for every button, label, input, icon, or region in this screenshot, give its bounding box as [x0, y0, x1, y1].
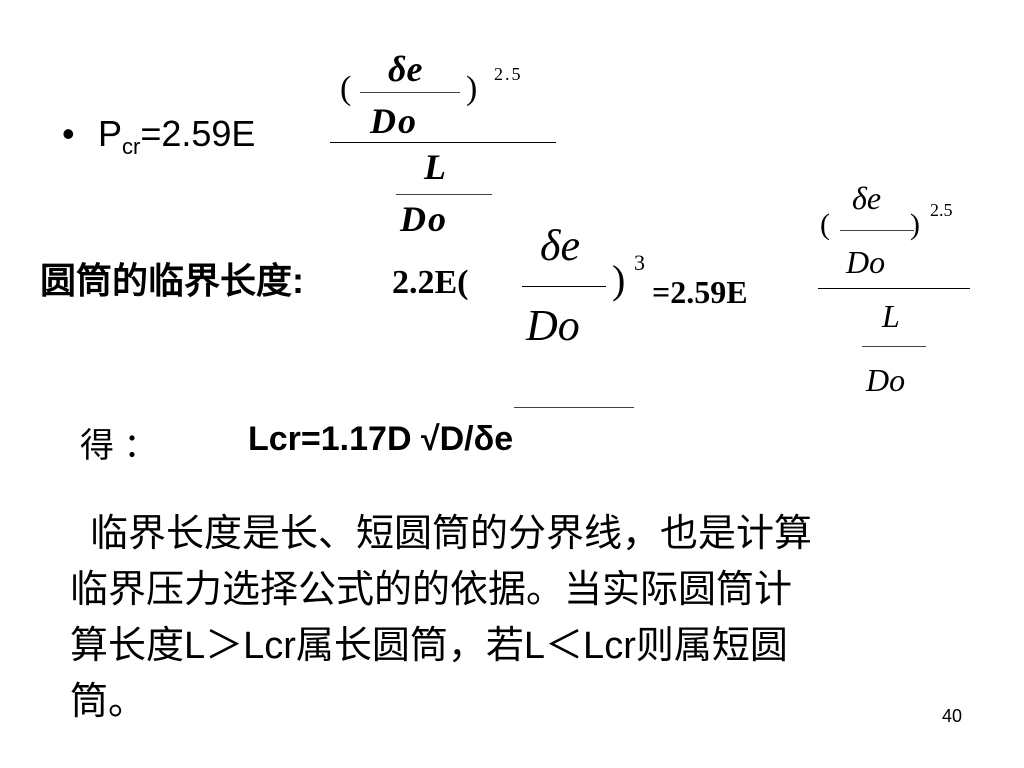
rhs-num-bottom: Do — [846, 244, 886, 280]
top-frac-main-line — [330, 142, 556, 143]
pcr-eq: =2.59E — [140, 113, 256, 154]
lhs-rparen: ) — [612, 257, 626, 302]
pcr-label: Pcr=2.59E — [98, 112, 255, 169]
equals-term: =2.59E — [652, 274, 748, 310]
top-frac-lparen: ( — [340, 70, 352, 107]
rhs-lparen: ( — [820, 208, 830, 241]
rhs-den-line — [862, 346, 926, 347]
critical-length-label: 圆筒的临界长度: — [40, 260, 304, 301]
top-frac-inner-line — [360, 92, 460, 93]
top-frac-den-bottom: Do — [400, 199, 448, 239]
page-number: 40 — [942, 706, 963, 726]
top-frac-den-line — [396, 194, 492, 195]
lhs-frac-line — [522, 286, 606, 287]
rhs-den-top: L — [882, 298, 900, 334]
paragraph: 临界长度是长、短圆筒的分界线，也是计算 临界压力选择公式的的依据。当实际圆筒计 … — [70, 506, 812, 730]
pcr-p: P — [98, 113, 123, 154]
rhs-power: 2.5 — [930, 200, 953, 220]
top-frac-num-top: δe — [388, 49, 423, 89]
pcr-sub: cr — [122, 134, 141, 160]
result-formula: Lcr=1.17D √D/δe — [248, 420, 514, 458]
paragraph-line-1: 临界长度是长、短圆筒的分界线，也是计算 — [90, 513, 813, 555]
top-frac-num-bottom: Do — [370, 101, 418, 141]
lhs-num: δe — [540, 221, 580, 270]
sqrt-overline — [514, 407, 634, 408]
rhs-den-bottom: Do — [866, 362, 906, 398]
bullet-symbol: • — [62, 113, 75, 154]
top-frac-power: 2.5 — [494, 64, 523, 84]
top-frac-rparen: ) — [466, 70, 478, 107]
result-label: 得 ： — [80, 427, 158, 465]
lhs-power: 3 — [634, 250, 645, 275]
bullet-formula: • — [62, 112, 75, 156]
rhs-main-line — [818, 288, 970, 289]
paragraph-line-2: 临界压力选择公式的的依据。当实际圆筒计 — [70, 569, 793, 611]
rhs-rparen: ) — [910, 208, 920, 241]
paragraph-line-3: 算长度L＞Lcr属长圆筒，若L＜Lcr则属短圆 — [70, 625, 788, 667]
lhs-prefix: 2.2E( — [392, 264, 469, 301]
lhs-den: Do — [526, 301, 580, 350]
rhs-inner-line — [840, 230, 914, 231]
paragraph-line-4: 筒。 — [70, 681, 147, 723]
top-frac-den-top: L — [424, 147, 446, 187]
rhs-num-top: δe — [852, 180, 882, 216]
